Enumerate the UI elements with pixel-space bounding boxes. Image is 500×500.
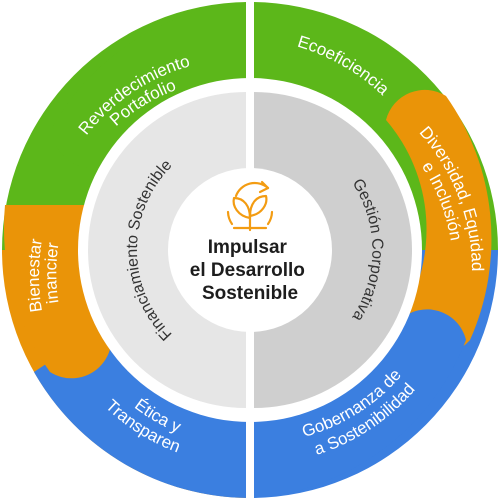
inner-right-half xyxy=(254,92,412,408)
center-title-line-1: Impulsar xyxy=(208,237,288,258)
center-title: Impulsar el Desarrollo Sostenible xyxy=(190,237,310,304)
center-title-line-2: el Desarrollo xyxy=(190,260,305,281)
label-bienestar-line-1: Bienestar xyxy=(24,237,46,313)
segment-bienestar-cap xyxy=(3,205,112,379)
center-title-line-3: Sostenible xyxy=(202,283,298,304)
segment-reverdecimiento-cap xyxy=(52,2,248,168)
segment-diversidad xyxy=(386,89,492,355)
gap-top xyxy=(246,0,254,84)
segment-gobernanza-cap xyxy=(252,309,466,498)
growing-plant-icon xyxy=(226,180,274,232)
center-circle xyxy=(168,168,332,332)
inner-left-half xyxy=(88,92,246,408)
gap-bottom xyxy=(246,416,254,500)
